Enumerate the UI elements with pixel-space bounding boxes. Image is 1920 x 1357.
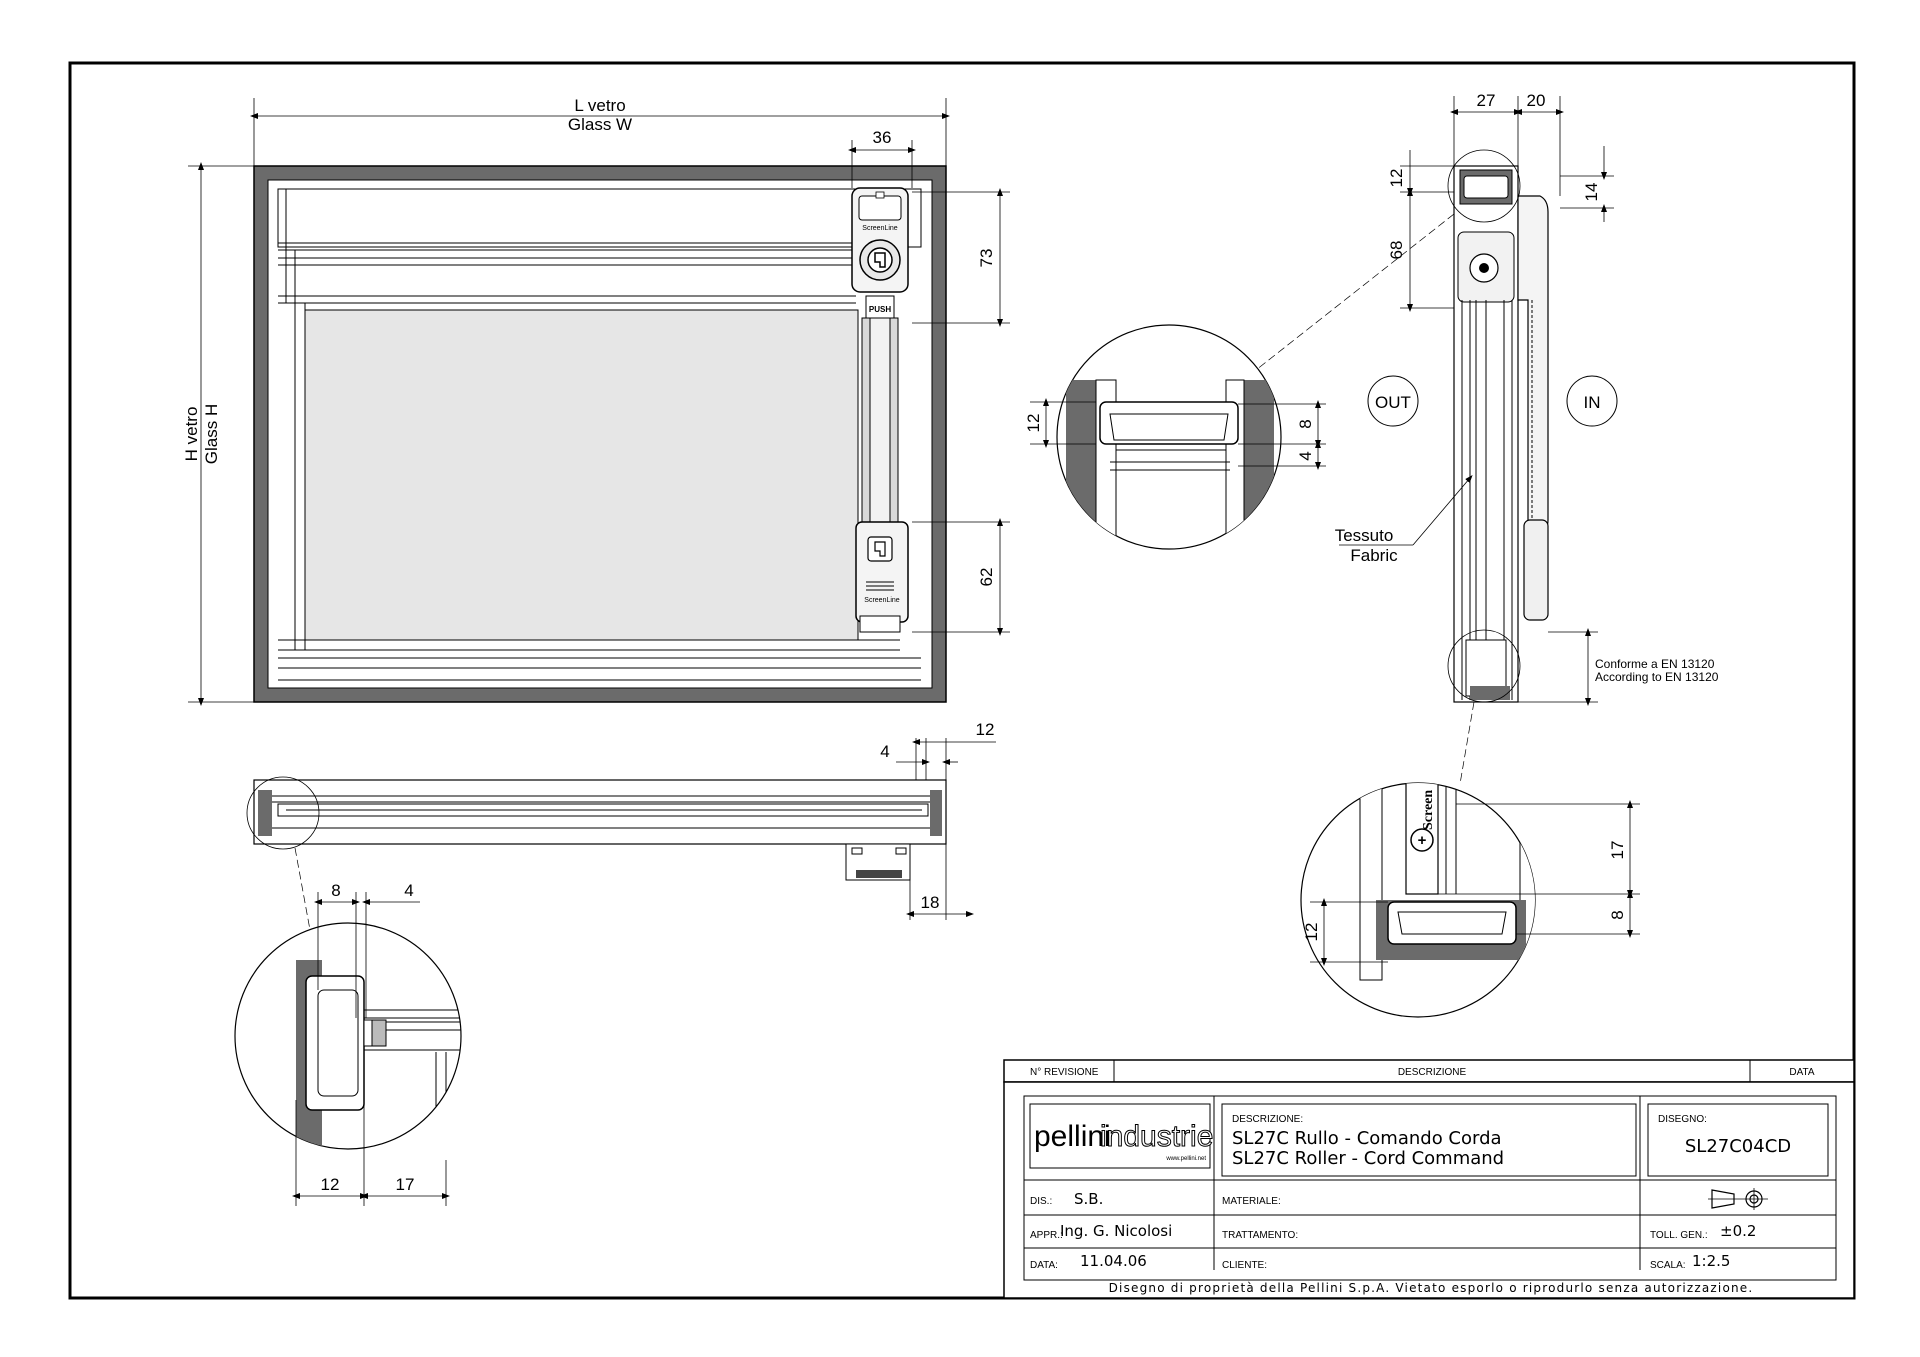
plan-view: 4 12 18 bbox=[246, 720, 996, 931]
detail-dim-8: 8 bbox=[331, 881, 340, 900]
descr-line1: SL27C Rullo - Comando Corda bbox=[1232, 1128, 1502, 1149]
drawing-code: SL27C04CD bbox=[1685, 1136, 1791, 1157]
screen-brand: Screen bbox=[1421, 790, 1436, 830]
top-detail-dim-12: 12 bbox=[1024, 414, 1043, 433]
fabric-label-it: Tessuto bbox=[1335, 526, 1394, 545]
plan-dim-18: 18 bbox=[921, 893, 940, 912]
revision-header: N° REVISIONE bbox=[1030, 1067, 1099, 1078]
top-detail-dim-4: 4 bbox=[1296, 451, 1315, 460]
glass-width-label-it: L vetro bbox=[574, 96, 625, 115]
trattamento-label: TRATTAMENTO: bbox=[1222, 1230, 1298, 1241]
descr-line2: SL27C Roller - Cord Command bbox=[1232, 1148, 1504, 1169]
bottom-detail-dim-17: 17 bbox=[1608, 841, 1627, 860]
scala-label: SCALA: bbox=[1650, 1260, 1686, 1271]
title-block: N° REVISIONE DESCRIZIONE DATA pellini in… bbox=[1003, 1059, 1855, 1299]
section-top-detail: 12 8 4 bbox=[1024, 324, 1326, 550]
fabric-panel bbox=[304, 309, 859, 641]
top-detail-dim-8: 8 bbox=[1296, 419, 1315, 428]
compliance-en: According to EN 13120 bbox=[1595, 670, 1719, 684]
section-view: 27 20 12 68 14 OUT IN Tessuto Fabric Con… bbox=[1255, 91, 1719, 785]
dim-36: 36 bbox=[873, 128, 892, 147]
push-label: PUSH bbox=[869, 305, 891, 314]
plan-dim-12: 12 bbox=[976, 720, 995, 739]
plan-dim-4: 4 bbox=[880, 742, 889, 761]
section-dim-20: 20 bbox=[1527, 91, 1546, 110]
section-bottom-callout bbox=[1447, 629, 1521, 703]
roller-box bbox=[277, 188, 922, 248]
section-dim-14: 14 bbox=[1582, 183, 1601, 202]
logo-left: pellini bbox=[1034, 1120, 1111, 1153]
ownership-footer: Disegno di proprietà della Pellini S.p.A… bbox=[1109, 1281, 1754, 1295]
description-header: DESCRIZIONE bbox=[1398, 1067, 1467, 1078]
in-marker bbox=[1566, 375, 1618, 427]
section-dim-27: 27 bbox=[1477, 91, 1496, 110]
glass-height-label-en: Glass H bbox=[202, 404, 221, 464]
toll-value: ±0.2 bbox=[1720, 1222, 1756, 1240]
cliente-label: CLIENTE: bbox=[1222, 1260, 1267, 1271]
section-dim-68: 68 bbox=[1387, 241, 1406, 260]
glass-width-label-en: Glass W bbox=[568, 115, 632, 134]
projection-symbol-icon bbox=[1708, 1188, 1768, 1210]
out-marker bbox=[1367, 375, 1419, 427]
dis-value: S.B. bbox=[1074, 1190, 1103, 1208]
appr-label: APPR.: bbox=[1030, 1230, 1063, 1241]
logo-url: www.pellini.net bbox=[1165, 1156, 1206, 1162]
dis-label: DIS.: bbox=[1030, 1196, 1052, 1207]
detail-dim-4: 4 bbox=[404, 881, 413, 900]
brand-mark-bottom: ScreenLine bbox=[864, 597, 900, 604]
plan-detail-callout bbox=[246, 776, 320, 850]
bottom-detail-dim-8: 8 bbox=[1608, 910, 1627, 919]
screenline-logo-icon bbox=[1410, 828, 1434, 852]
svg-text:+: + bbox=[1418, 832, 1427, 849]
bottom-detail-dim-12: 12 bbox=[1302, 923, 1321, 942]
toll-label: TOLL. GEN.: bbox=[1650, 1230, 1708, 1241]
detail-dim-17: 17 bbox=[396, 1175, 415, 1194]
out-label: OUT bbox=[1375, 393, 1411, 412]
dim-62: 62 bbox=[977, 568, 996, 587]
appr-value: Ing. G. Nicolosi bbox=[1060, 1222, 1172, 1240]
fabric-label-en: Fabric bbox=[1350, 546, 1398, 565]
drawing-label: DISEGNO: bbox=[1658, 1114, 1707, 1125]
left-detail: 8 4 12 17 bbox=[234, 881, 462, 1206]
descr-label: DESCRIZIONE: bbox=[1232, 1114, 1303, 1125]
section-dim-12: 12 bbox=[1387, 169, 1406, 188]
data-label: DATA: bbox=[1030, 1260, 1058, 1271]
detail-dim-12: 12 bbox=[321, 1175, 340, 1194]
brand-mark-top: ScreenLine bbox=[862, 225, 898, 232]
in-label: IN bbox=[1584, 393, 1601, 412]
scala-value: 1:2.5 bbox=[1692, 1252, 1730, 1270]
logo-right: industrie bbox=[1100, 1120, 1213, 1153]
materiale-label: MATERIALE: bbox=[1222, 1196, 1281, 1207]
section-top-callout bbox=[1447, 149, 1521, 223]
front-view: ScreenLine PUSH ScreenLine L vetro Glass… bbox=[182, 96, 1010, 706]
data-value: 11.04.06 bbox=[1080, 1252, 1147, 1270]
bottom-knob-icon bbox=[867, 536, 893, 562]
dim-73: 73 bbox=[977, 249, 996, 268]
compliance-it: Conforme a EN 13120 bbox=[1595, 657, 1715, 671]
sheet-border bbox=[68, 61, 1856, 1300]
section-bottom-detail: + Screen 17 8 12 bbox=[1300, 782, 1640, 1018]
glass-height-label-it: H vetro bbox=[182, 407, 201, 462]
date-header: DATA bbox=[1789, 1067, 1815, 1078]
